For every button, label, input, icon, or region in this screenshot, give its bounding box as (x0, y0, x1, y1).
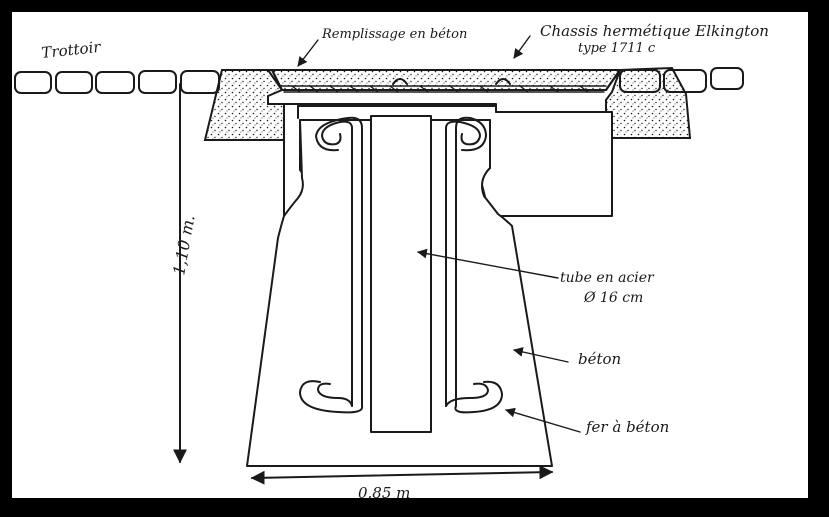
label-tube-line2: Ø 16 cm (583, 290, 643, 306)
label-width: 0.85 m (358, 484, 410, 502)
hermetic-chassis (267, 69, 621, 93)
leader-fer (505, 407, 581, 433)
label-tube-line1: tube en acier (560, 270, 655, 286)
concrete-fill-stipple (203, 66, 692, 141)
label-beton: béton (578, 350, 621, 368)
label-remplissage: Remplissage en béton (321, 27, 467, 42)
steel-tube (370, 115, 432, 433)
rebar-hooks (299, 116, 503, 414)
label-fer: fer à béton (585, 418, 669, 436)
leader-beton (513, 347, 569, 363)
leader-tube (417, 248, 559, 279)
label-chassis-line2: type 1711 c (578, 41, 656, 56)
leader-chassis (513, 35, 531, 59)
width-dimension-line (250, 465, 554, 485)
label-chassis-line1: Chassis hermétique Elkington (540, 22, 769, 40)
leader-remplissage (297, 39, 319, 67)
